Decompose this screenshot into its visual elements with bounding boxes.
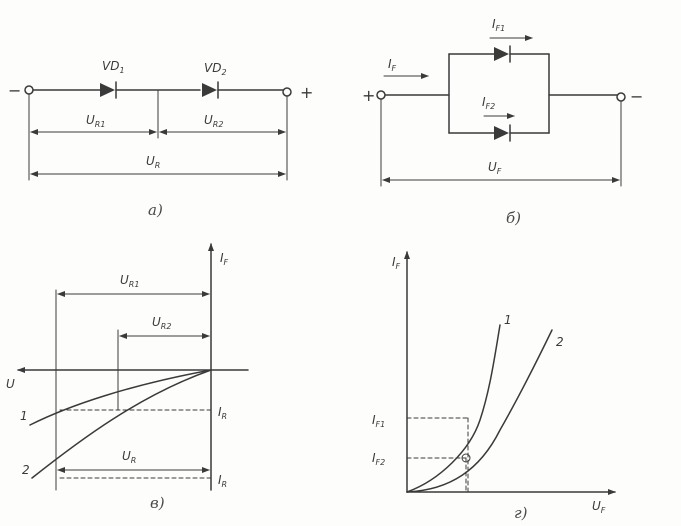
label-c-curve-2: 2 (22, 463, 30, 477)
diode-vd2-icon (202, 81, 219, 99)
label-c-curve-1: 1 (20, 409, 28, 423)
label-d-curve-1: 1 (504, 313, 512, 327)
terminal-b-left (376, 90, 386, 100)
label-c-ur1: UR1 (120, 273, 139, 289)
diode-lower-icon (494, 124, 511, 142)
plus-b: + (362, 86, 375, 105)
axis-c-if: IF (220, 251, 229, 267)
label-d-if1: IF1 (372, 413, 385, 429)
label-if: IF (388, 57, 397, 73)
panel-c-reverse-curves: IF U UR1 UR2 UR IR IR 1 2 в) (6, 243, 249, 512)
terminal-a-left (24, 85, 34, 95)
label-ur1: UR1 (86, 113, 105, 129)
curve-c-2 (31, 369, 212, 479)
caption-a: а) (148, 201, 163, 219)
panel-a-series-circuit: − + VD1 VD2 UR1 UR2 UR а) (8, 59, 313, 219)
diode-upper-icon (494, 45, 511, 63)
label-d-curve-2: 2 (556, 335, 564, 349)
minus-a: − (8, 81, 21, 100)
caption-c: в) (150, 494, 165, 512)
panel-d-forward-curves: IF UF IF1 IF2 1 2 г) (372, 251, 616, 522)
plus-a: + (300, 83, 313, 102)
label-ur: UR (146, 154, 160, 170)
label-c-ir-1: IR (218, 405, 227, 421)
minus-b: − (630, 87, 643, 106)
terminal-a-right (282, 87, 292, 97)
intersection-point (461, 453, 471, 463)
axis-d-if: IF (392, 255, 401, 271)
label-c-ur: UR (122, 449, 136, 465)
axis-d-uf: UF (592, 499, 606, 515)
caption-b: б) (506, 209, 521, 227)
label-if2: IF2 (482, 95, 495, 111)
label-uf: UF (488, 160, 502, 176)
axis-c-u: U (6, 377, 15, 391)
curve-c-1 (29, 369, 212, 426)
label-vd2: VD2 (204, 61, 227, 77)
curve-d-1 (406, 324, 501, 493)
label-c-ur2: UR2 (152, 315, 171, 331)
label-d-if2: IF2 (372, 451, 385, 467)
label-if1: IF1 (492, 17, 505, 33)
curve-d-2 (406, 329, 553, 493)
label-vd1: VD1 (102, 59, 125, 75)
label-c-ir-2: IR (218, 473, 227, 489)
label-ur2: UR2 (204, 113, 223, 129)
terminal-b-right (616, 92, 626, 102)
caption-d: г) (514, 504, 528, 522)
diode-vd1-icon (100, 81, 117, 99)
panel-b-parallel-circuit: + − IF IF1 IF2 UF б) (362, 17, 643, 227)
